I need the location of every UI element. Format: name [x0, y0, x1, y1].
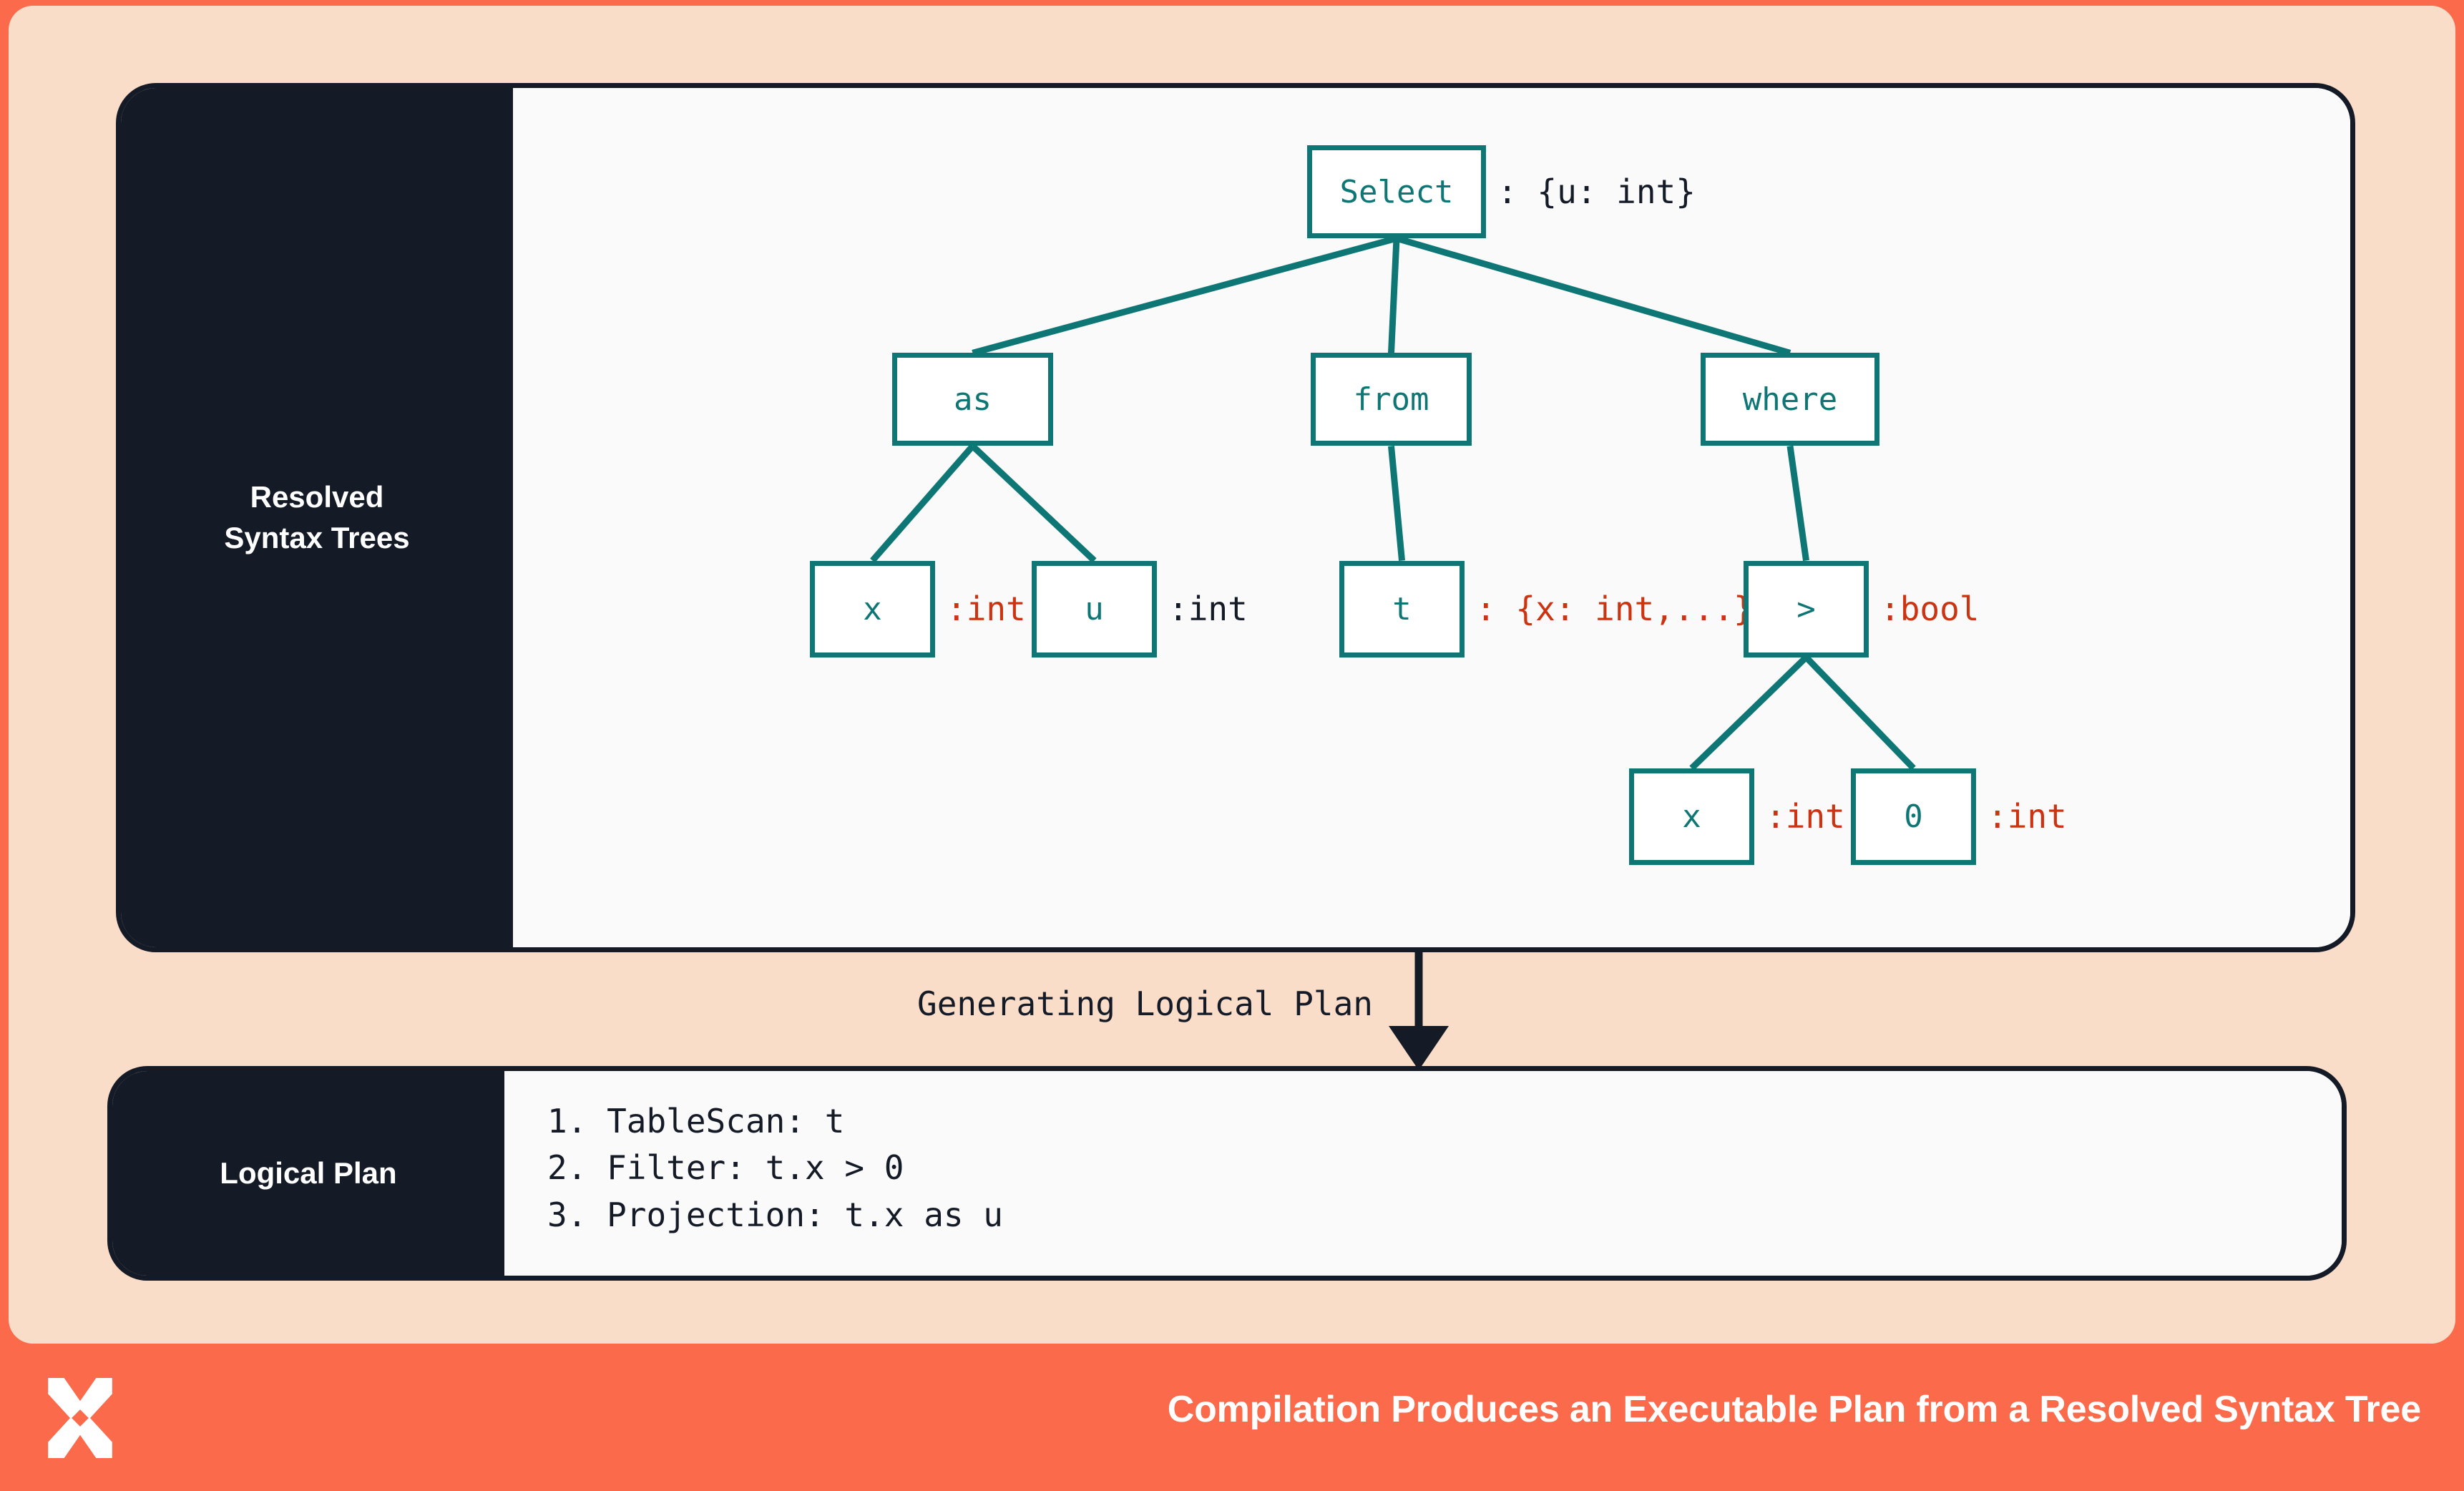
logical-plan-card: Logical Plan 1. TableScan: t 2. Filter: t…: [107, 1066, 2347, 1281]
logical-plan-step: 2. Filter: t.x > 0: [547, 1148, 904, 1188]
tree-edges: [870, 235, 1916, 771]
logical-plan-step: 1. TableScan: t: [547, 1102, 845, 1140]
tree-node-as-u[interactable]: u: [1032, 560, 1157, 657]
tree-node-from[interactable]: from: [1311, 353, 1472, 446]
tree-node-select[interactable]: Select: [1307, 145, 1486, 239]
tree-node-label: as: [954, 381, 992, 418]
tree-node-as-x[interactable]: x: [810, 560, 935, 657]
rst-label-line1: Resolved: [250, 479, 384, 514]
tree-node-label: t: [1392, 590, 1412, 627]
resolved-syntax-trees-card: Resolved Syntax Trees Select: {u: int}as…: [116, 83, 2355, 952]
tree-node-gt[interactable]: >: [1744, 560, 1869, 657]
content-canvas: Resolved Syntax Trees Select: {u: int}as…: [9, 6, 2455, 1344]
x-mark-logo-icon: [48, 1378, 112, 1458]
resolved-syntax-trees-label: Resolved Syntax Trees: [121, 88, 513, 947]
tree-node-gt-x[interactable]: x: [1629, 768, 1754, 865]
tree-node-label: 0: [1904, 798, 1923, 835]
flow-label: Generating Logical Plan: [917, 984, 1373, 1023]
logical-plan-step: 3. Projection: t.x as u: [547, 1195, 1003, 1234]
tree-node-label: where: [1742, 381, 1838, 418]
tree-node-label: x: [863, 590, 882, 627]
tree-node-label: Select: [1339, 173, 1454, 210]
logical-plan-label: Logical Plan: [112, 1071, 504, 1276]
tree-node-gt-0[interactable]: 0: [1851, 768, 1976, 865]
footer-bar: Compilation Produces an Executable Plan …: [0, 1344, 2464, 1491]
logical-plan-body: 1. TableScan: t 2. Filter: t.x > 0 3. Proj…: [504, 1071, 2342, 1276]
rst-label-line2: Syntax Trees: [224, 520, 410, 554]
tree-node-label: u: [1085, 590, 1104, 627]
logical-plan-steps: 1. TableScan: t 2. Filter: t.x > 0 3. Proj…: [547, 1098, 1003, 1238]
tree-node-label: x: [1682, 798, 1701, 835]
tree-node-from-t[interactable]: t: [1339, 560, 1465, 657]
footer-caption: Compilation Produces an Executable Plan …: [1167, 1389, 2421, 1430]
tree-node-as[interactable]: as: [892, 353, 1053, 446]
tree-node-label: from: [1353, 381, 1429, 418]
tree-node-where[interactable]: where: [1701, 353, 1879, 446]
tree-node-label: >: [1796, 590, 1816, 627]
